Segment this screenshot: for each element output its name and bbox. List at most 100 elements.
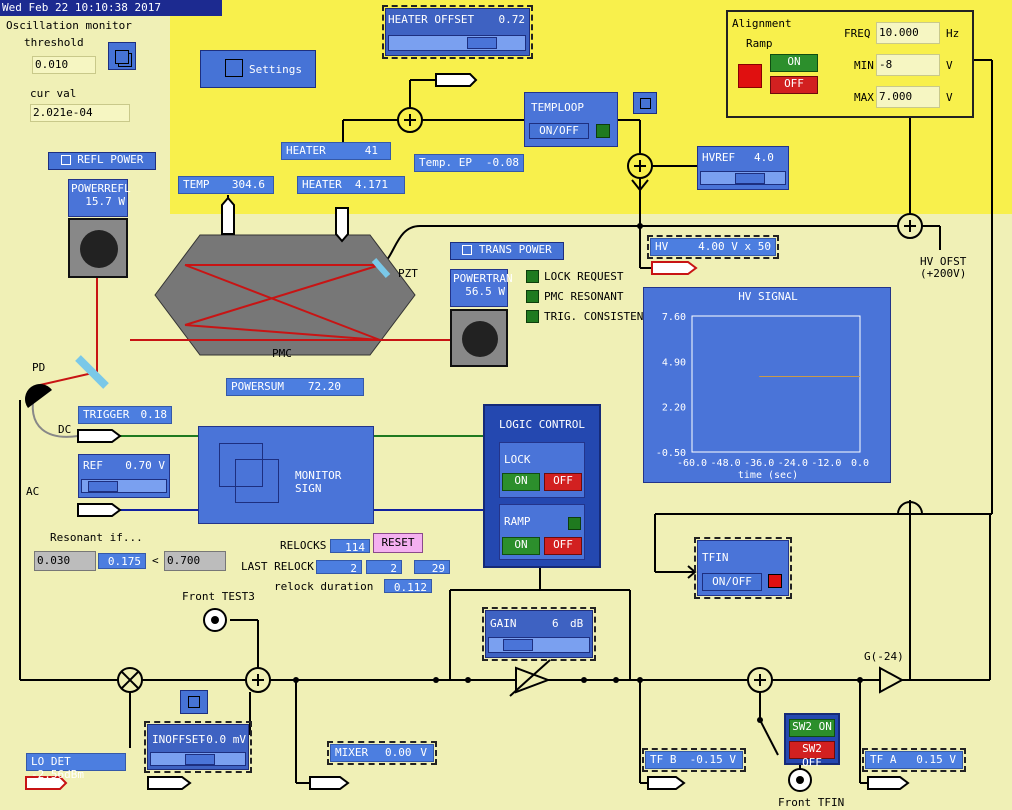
max-input[interactable]: 7.000 (876, 86, 940, 108)
osc-threshold-input[interactable]: 0.010 (32, 56, 96, 74)
ramp-off-button[interactable]: OFF (544, 537, 582, 555)
alignment-title: Alignment (732, 17, 792, 30)
resonant-high-input[interactable]: 0.700 (164, 551, 226, 571)
alignment-panel: Alignment Ramp ON OFF FREQ 10.000 Hz MIN… (726, 10, 974, 118)
inoffset-panel: INOFFSET -0.0 mV (144, 721, 252, 773)
alignment-ramp-label: Ramp (746, 37, 773, 50)
tf-a-value: 0.15 V (916, 753, 956, 766)
last-relock-v1: 2 (316, 560, 362, 575)
osc-curval-label: cur val (30, 87, 77, 100)
lock-on-button[interactable]: ON (502, 473, 540, 491)
hvref-value: 4.0 (754, 151, 774, 164)
powertran-readout: POWERTRAN 56.5 W (450, 269, 513, 307)
alignment-on-button[interactable]: ON (770, 54, 818, 72)
temploop-indicator (596, 124, 610, 138)
temploop-onoff-button[interactable]: ON/OFF (529, 123, 589, 139)
temp-ep-label: Temp. EP (419, 156, 472, 169)
lock-off-button[interactable]: OFF (544, 473, 582, 491)
ramp-section: RAMP ON OFF (499, 504, 585, 560)
lock-request-indicator (526, 270, 539, 283)
y-tick-label: -0.50 (656, 448, 686, 459)
gain-slider[interactable] (488, 637, 590, 653)
hv-ofst-line1: HV OFST (920, 255, 967, 268)
lock-section: LOCK ON OFF (499, 442, 585, 498)
osc-title: Oscillation monitor (6, 19, 132, 32)
y-tick-label: 2.20 (662, 403, 686, 414)
ref-label: REF (83, 459, 103, 472)
tfin-panel: TFIN ON/OFF (694, 537, 792, 599)
front-test3-label: Front TEST3 (182, 590, 255, 603)
window-icon (462, 245, 473, 255)
powerrefl-readout: POWERREFL 15.7 W (68, 179, 131, 217)
x-tick-label: -36.0 (744, 458, 774, 469)
last-relock-label: LAST RELOCK (241, 560, 314, 573)
sw2-panel: SW2 ON SW2 OFF (784, 713, 840, 769)
inoffset-label: INOFFSET (152, 733, 205, 746)
relocks-label: RELOCKS (280, 539, 327, 552)
min-input[interactable]: -8 (876, 54, 940, 76)
y-tick-label: 7.60 (662, 312, 686, 323)
ramp-on-button[interactable]: ON (502, 537, 540, 555)
settings-button[interactable]: Settings (200, 50, 316, 88)
slider-thumb[interactable] (88, 481, 118, 492)
ref-slider[interactable] (81, 479, 167, 493)
heater-label: HEATER (286, 144, 326, 157)
x-tick-label: 0.0 (851, 458, 869, 469)
refl-photodiode (68, 218, 128, 278)
hv-ofst-line2: (+200V) (920, 267, 967, 280)
logic-control-panel: LOGIC CONTROL LOCK ON OFF RAMP ON OFF (483, 404, 601, 568)
hv-value: 4.00 V x 50 (698, 240, 771, 253)
slider-thumb[interactable] (503, 639, 533, 651)
slider-thumb[interactable] (735, 173, 765, 184)
powerrefl-label: POWERREFL (71, 182, 131, 195)
resonant-label: Resonant if... (50, 531, 143, 544)
gain-unit: dB (570, 617, 584, 630)
last-relock-v2: 2 (366, 560, 402, 575)
max-unit: V (946, 91, 953, 104)
lo-det-readout: LO DET -2.56dBm (26, 753, 126, 781)
slider-thumb[interactable] (185, 754, 215, 765)
max-label: MAX (854, 91, 874, 104)
hvref-slider[interactable] (700, 171, 786, 185)
heater-label: HEATER (302, 178, 342, 191)
g24-label: G(-24) (864, 650, 904, 663)
heater-offset-panel: HEATER OFFSET 0.72 (382, 5, 533, 59)
slider-thumb[interactable] (467, 37, 497, 49)
temploop-popup-button[interactable] (633, 92, 657, 114)
inoffset-popup-button[interactable] (180, 690, 208, 714)
relock-duration-label: relock duration (274, 580, 374, 593)
tf-b-readout: TF B-0.15 V (642, 748, 746, 772)
trans-power-button[interactable]: TRANS POWER (450, 242, 564, 260)
reset-button[interactable]: RESET (373, 533, 423, 553)
osc-curval-field: 2.021e-04 (30, 104, 130, 122)
heater-offset-slider[interactable] (388, 35, 526, 51)
inoffset-slider[interactable] (150, 752, 246, 766)
temp-label: TEMP (183, 178, 210, 191)
refl-power-button[interactable]: REFL POWER (48, 152, 156, 170)
alignment-off-button[interactable]: OFF (770, 76, 818, 94)
relock-duration-value: 0.112 (384, 579, 432, 594)
sw2-off-button[interactable]: SW2 OFF (789, 741, 835, 769)
ac-label: AC (26, 485, 40, 498)
gain-panel: GAIN 6 dB (482, 607, 596, 661)
trigger-label: TRIGGER (83, 408, 130, 421)
pd-label: PD (32, 361, 46, 374)
window-icon (188, 696, 200, 708)
freq-input[interactable]: 10.000 (876, 22, 940, 44)
osc-popup-button[interactable] (108, 42, 136, 70)
osc-threshold-label: threshold (24, 36, 84, 49)
plot-frame (691, 315, 861, 453)
dc-label: DC (58, 423, 72, 436)
tfin-onoff-button[interactable]: ON/OFF (702, 573, 762, 591)
hvref-label: HVREF (702, 151, 736, 164)
sw2-on-button[interactable]: SW2 ON (789, 719, 835, 737)
resonant-low-input[interactable]: 0.030 (34, 551, 96, 571)
pmc-label: PMC (272, 347, 292, 360)
gain-label: GAIN (490, 617, 517, 630)
ref-panel: REF 0.70 V (78, 454, 170, 498)
